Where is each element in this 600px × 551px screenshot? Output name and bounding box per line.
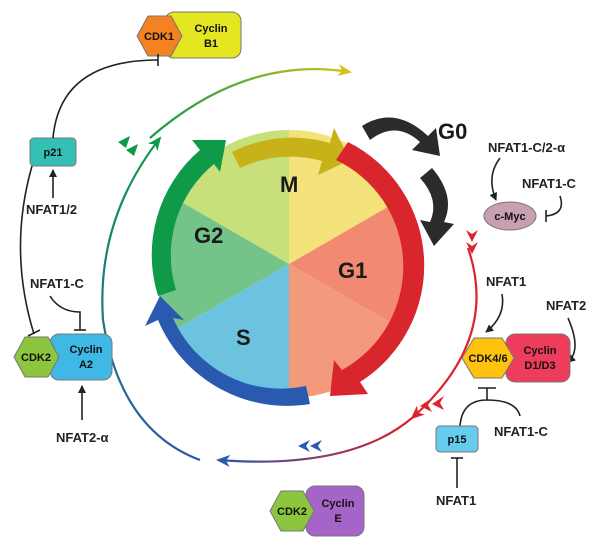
checkpoint-chevrons <box>118 136 478 452</box>
cdk2-a2-hexagon <box>13 336 60 378</box>
cyclin-a2-label-2: A2 <box>79 359 93 371</box>
cyclin-a2-label-1: Cyclin <box>69 344 102 356</box>
cdk1-label: CDK1 <box>144 31 174 43</box>
phase-label-s: S <box>236 325 251 350</box>
nfat1c2a-activates-cmyc <box>489 157 501 201</box>
outer-arc-top <box>149 64 352 139</box>
outer-arc-right <box>410 247 478 420</box>
phase-label-m: M <box>280 172 298 197</box>
phase-label-g1: G1 <box>338 258 367 283</box>
p15-inhibits-cdk46 <box>459 388 488 427</box>
g0-exit-arrow <box>420 168 454 246</box>
cyclin-d-box <box>505 333 571 383</box>
label-nfat1-right: NFAT1 <box>486 274 526 289</box>
cdk46-label: CDK4/6 <box>468 353 507 365</box>
cyclin-b1-label-2: B1 <box>204 38 218 50</box>
g2-phase-arrow <box>151 140 226 296</box>
label-nfat2-right: NFAT2 <box>546 298 586 313</box>
label-nfat1c-bottom: NFAT1-C <box>494 424 549 439</box>
cdk1-hexagon <box>136 15 183 57</box>
cdk2-e-label: CDK2 <box>277 506 307 518</box>
nfat1-activates-cdk46 <box>485 293 504 333</box>
cdk46-hexagon <box>461 337 515 379</box>
cyclin-d-label-1: Cyclin <box>523 345 556 357</box>
g1-phase-arrow <box>330 142 425 396</box>
cyclin-b1-label-1: Cyclin <box>194 23 227 35</box>
cdk2-a2-label: CDK2 <box>21 352 51 364</box>
g0-entry-arrow <box>362 117 440 156</box>
nfat1c-inhibits-cyclin-a2 <box>49 295 81 330</box>
nfat1c-inhibits-cdk46 <box>486 399 521 417</box>
complex-cdk2-cyclin-a2: CDK2 Cyclin A2 <box>13 333 113 381</box>
p21-label: p21 <box>44 147 63 159</box>
cyclin-e-label-2: E <box>334 513 341 525</box>
cyclin-e-label-1: Cyclin <box>321 498 354 510</box>
cyclin-d-label-2: D1/D3 <box>524 360 555 372</box>
label-nfat2-alpha: NFAT2-α <box>56 430 109 445</box>
p21-inhibits-cdk1-line <box>52 59 159 139</box>
outer-arc-left <box>101 136 201 462</box>
p15-label: p15 <box>448 434 467 446</box>
s-phase-arrow <box>145 296 310 406</box>
p21-cdk2-tbar <box>27 329 41 337</box>
cdk2-e-hexagon <box>269 490 315 532</box>
phase-label-g2: G2 <box>194 223 223 248</box>
label-nfat1-bottom: NFAT1 <box>436 493 476 508</box>
cyclin-e-box <box>305 485 365 537</box>
label-nfat1-2: NFAT1/2 <box>26 202 77 217</box>
complex-cdk1-cyclin-b1: CDK1 Cyclin B1 <box>136 11 242 59</box>
label-nfat1c-left: NFAT1-C <box>30 276 85 291</box>
nfat1c-inhibits-cmyc <box>545 195 563 217</box>
complex-cdk2-cyclin-e: CDK2 Cyclin E <box>269 485 365 537</box>
cmyc-ellipse <box>483 201 537 231</box>
m-phase-arrow <box>232 128 350 175</box>
label-nfat1c-right: NFAT1-C <box>522 176 577 191</box>
cmyc-label: c-Myc <box>494 211 525 223</box>
complex-cdk46-cyclin-d: CDK4/6 Cyclin D1/D3 <box>461 333 571 383</box>
p21-inhibits-cdk2-line <box>19 165 35 335</box>
p15-box <box>435 425 479 453</box>
label-nfat1c-2-alpha: NFAT1-C/2-α <box>488 140 565 155</box>
outer-arc-bottom <box>216 417 413 467</box>
phase-label-g0: G0 <box>438 119 467 144</box>
